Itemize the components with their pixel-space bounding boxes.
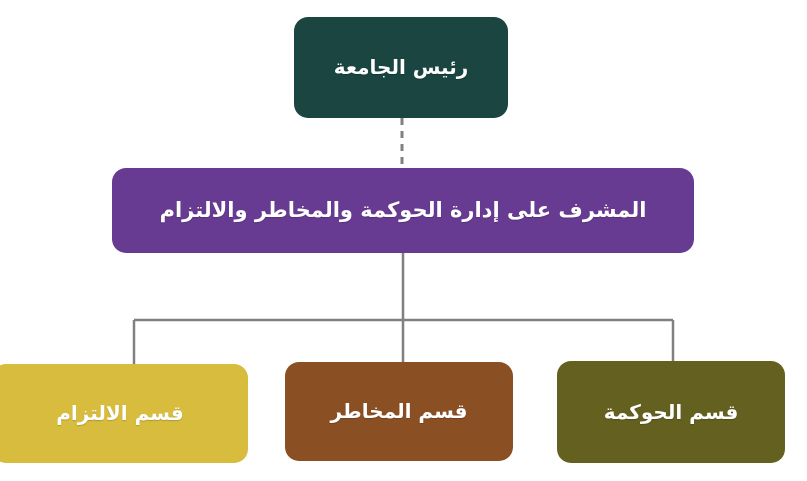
node-governance-label: قسم الحوكمة [603,399,739,424]
node-risk-department[interactable]: قسم المخاطر [285,362,513,461]
node-compliance-label: قسم الالتزام [56,401,184,425]
node-governance-department[interactable]: قسم الحوكمة [557,361,785,463]
node-president-label: رئيس الجامعة [333,55,469,79]
node-risk-label: قسم المخاطر [330,399,468,423]
node-supervisor[interactable]: المشرف على إدارة الحوكمة والمخاطر والالت… [112,168,694,253]
node-president[interactable]: رئيس الجامعة [294,17,508,118]
node-compliance-department[interactable]: قسم الالتزام [0,364,248,463]
node-supervisor-label: المشرف على إدارة الحوكمة والمخاطر والالت… [159,198,647,223]
